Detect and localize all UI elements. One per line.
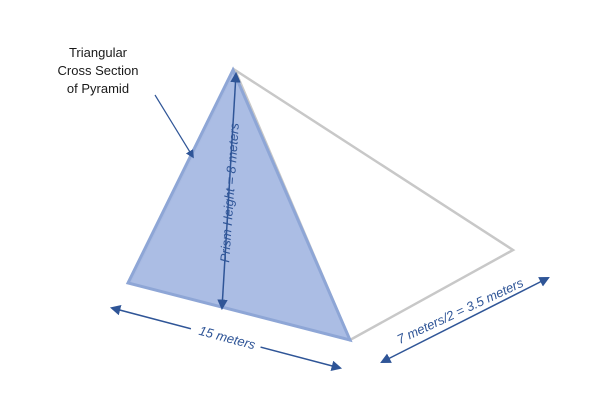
depth-dimension-line (380, 277, 550, 363)
callout-line-2: Cross Section (58, 63, 139, 78)
callout-line-1: Triangular (69, 45, 128, 60)
base-label-backdrop (188, 318, 264, 356)
base-label: 15 meters (197, 323, 257, 353)
callout-pointer (154, 94, 194, 159)
callout-line-3: of Pyramid (67, 81, 129, 96)
height-dimension-line (217, 71, 241, 311)
triangular-cross-section (125, 66, 353, 343)
depth-label: 7 meters/2 = 3.5 meters (395, 275, 527, 347)
